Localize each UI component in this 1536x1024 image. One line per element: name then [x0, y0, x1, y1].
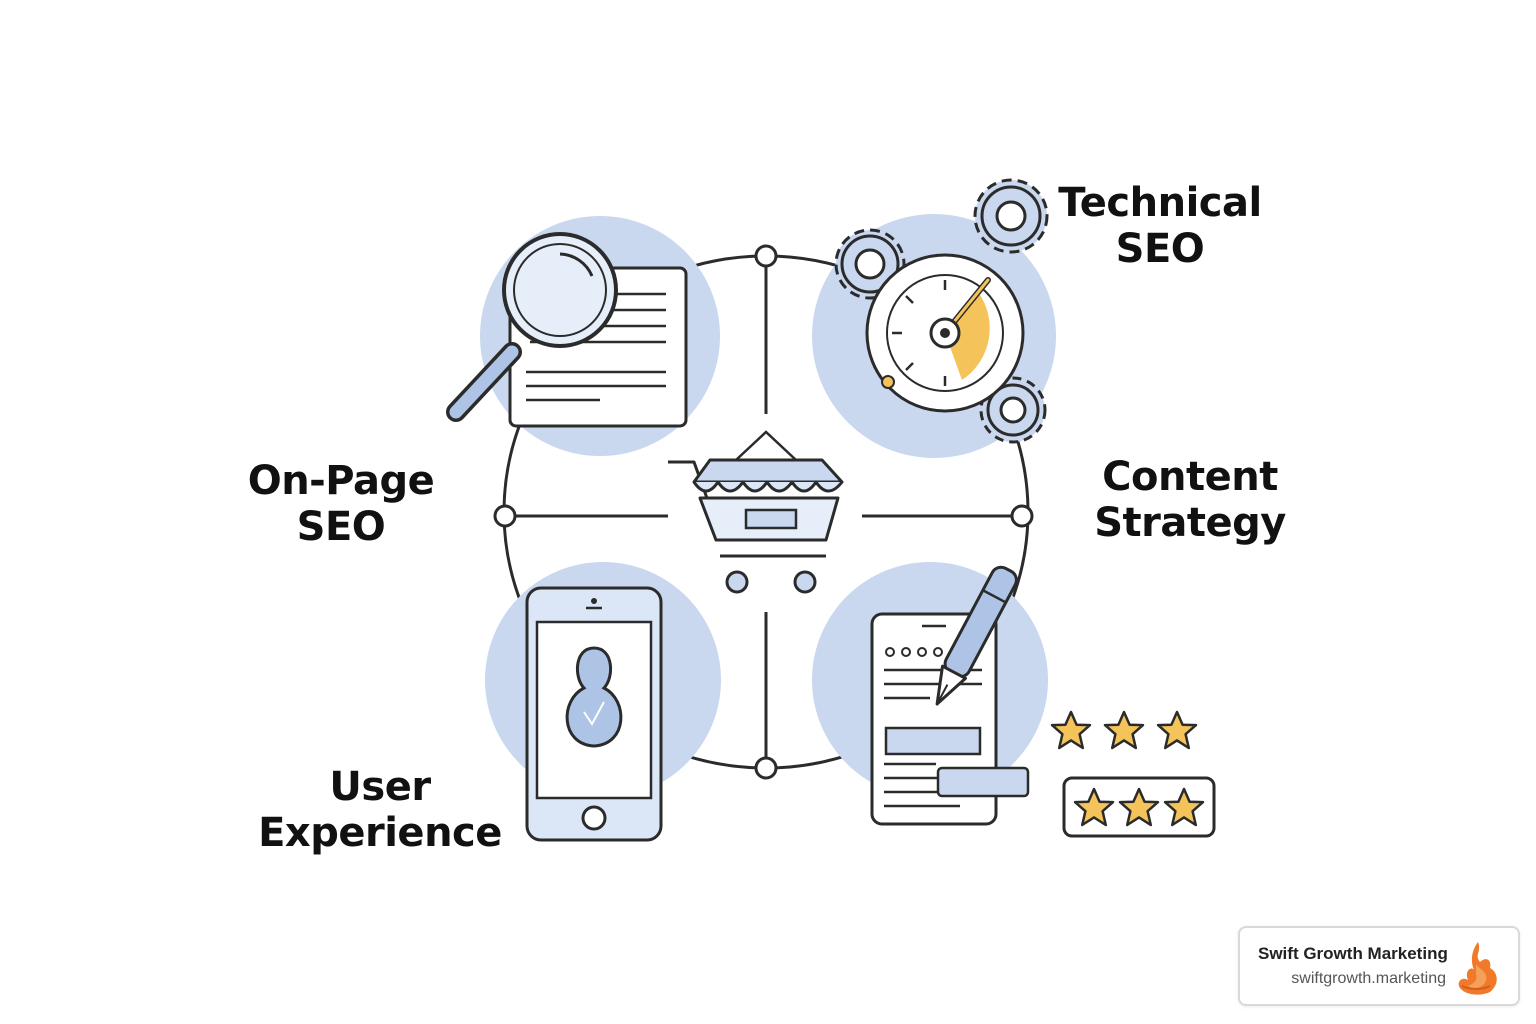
brand-name: Swift Growth Marketing	[1258, 944, 1448, 963]
fox-flame-icon	[1458, 942, 1497, 995]
label-line: On-Page	[247, 458, 435, 504]
label-content-strategy: Content Strategy	[1090, 454, 1290, 546]
star-icon	[1156, 710, 1198, 750]
brand-card[interactable]: Swift Growth Marketing swiftgrowth.marke…	[1238, 926, 1520, 1006]
label-technical-seo: Technical SEO	[1040, 180, 1280, 272]
gears-gauge-icon	[834, 178, 1049, 444]
star-icon	[1103, 710, 1145, 750]
smartphone-icon	[525, 586, 663, 842]
label-line: Strategy	[1094, 500, 1286, 546]
label-line: User	[329, 764, 431, 810]
gear-icon	[979, 376, 1047, 444]
label-on-page-seo: On-Page SEO	[236, 458, 446, 550]
star-icon	[1050, 710, 1092, 750]
brand-url[interactable]: swiftgrowth.marketing	[1291, 970, 1446, 987]
ring-nodes	[493, 244, 1034, 780]
label-line: SEO	[1115, 226, 1205, 272]
label-line: Experience	[258, 810, 502, 856]
label-line: Content	[1102, 454, 1278, 500]
shopping-cart-icon	[668, 430, 844, 594]
document-search-icon	[446, 232, 688, 428]
label-line: Technical	[1058, 180, 1262, 226]
tablet-pen-icon	[870, 565, 1030, 826]
star-rating-box	[1062, 776, 1216, 838]
star-rating-top	[1050, 710, 1198, 750]
label-user-experience: User Experience	[250, 764, 510, 856]
gear-icon	[973, 178, 1049, 254]
label-line: SEO	[296, 504, 386, 550]
